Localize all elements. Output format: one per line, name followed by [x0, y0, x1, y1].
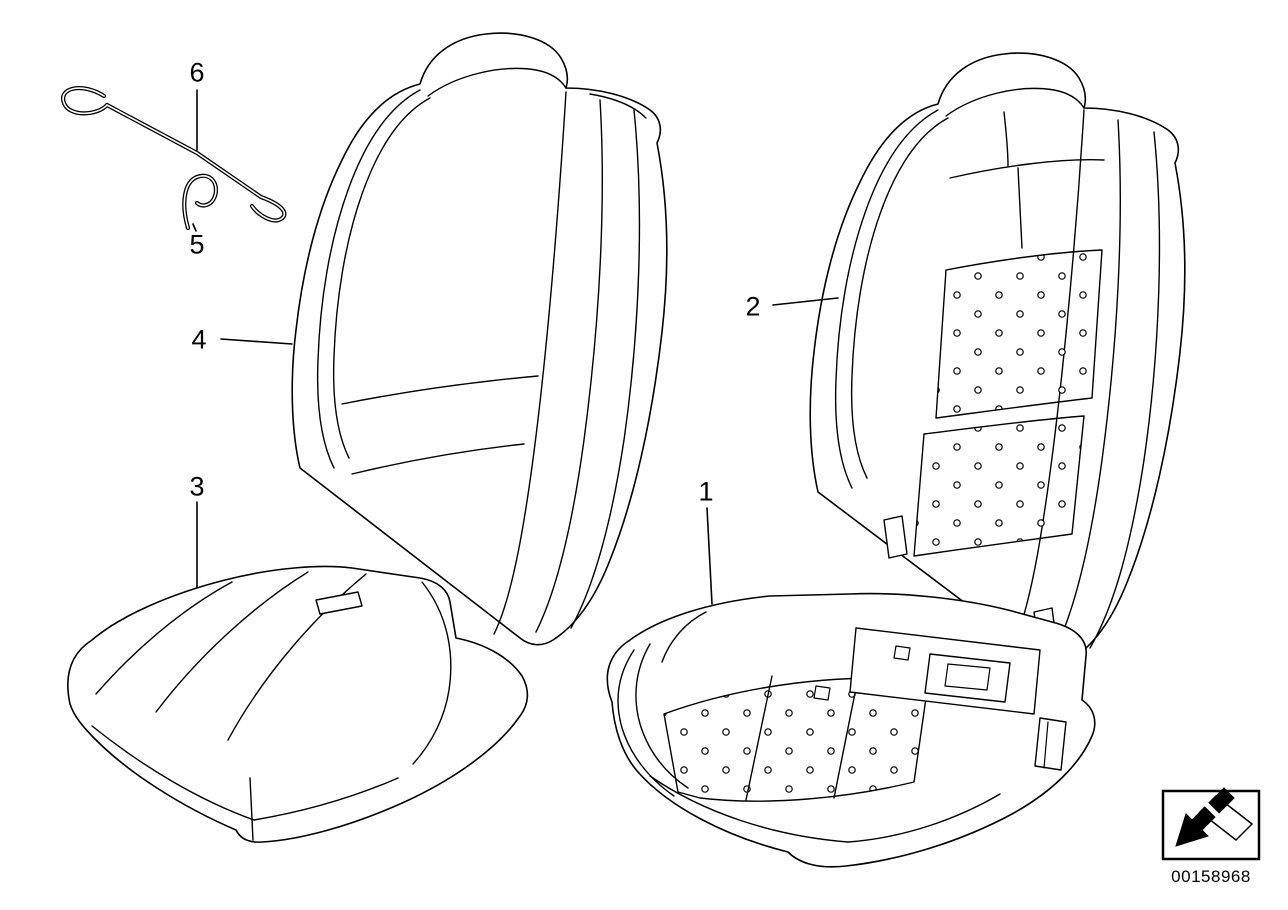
- perforated-panel-upper: [935, 249, 1103, 419]
- callout-label-5[interactable]: 5: [189, 229, 205, 260]
- callout-label-3[interactable]: 3: [189, 471, 205, 502]
- callout-label-6[interactable]: 6: [189, 57, 205, 88]
- perforated-seat-panel: [663, 677, 929, 802]
- continuation-arrow-icon[interactable]: [1161, 787, 1261, 861]
- leader-line-4: [220, 338, 293, 345]
- cushion-pad-drawing: [606, 592, 1096, 868]
- leader-line-1: [706, 507, 713, 605]
- backrest-cover-basic-drawing: [291, 32, 668, 646]
- cushion-cover-basic-drawing: [67, 565, 529, 843]
- perforated-panel-lower: [913, 415, 1085, 557]
- retaining-hook-drawing: [182, 173, 219, 231]
- leader-line-5: [192, 223, 197, 232]
- tension-wire-drawing: [61, 86, 287, 223]
- callout-label-2[interactable]: 2: [745, 291, 761, 322]
- callout-leader-lines: [192, 89, 839, 605]
- callout-label-1[interactable]: 1: [698, 476, 714, 507]
- backrest-cover-perforated-drawing: [809, 52, 1186, 666]
- callout-label-4[interactable]: 4: [191, 324, 207, 355]
- diagram-part-number: 00158968: [1171, 867, 1251, 886]
- leader-line-2: [772, 297, 839, 306]
